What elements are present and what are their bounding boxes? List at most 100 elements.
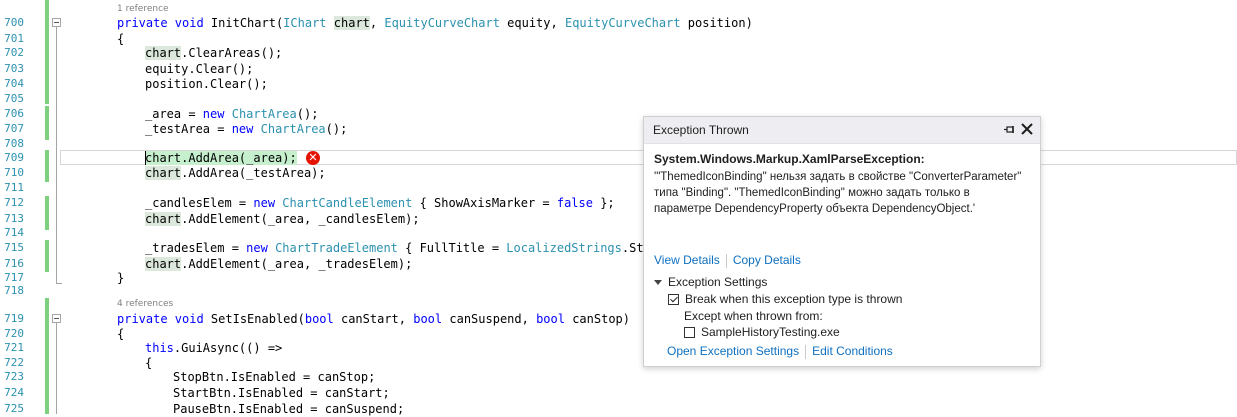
code-line[interactable]: { [117,32,125,46]
sample-module-label: SampleHistoryTesting.exe [701,325,840,339]
code-text [253,122,260,136]
line-number: 725 [4,402,24,415]
keyword: new [253,196,276,210]
code-line[interactable]: _candlesElem = new ChartCandleElement { … [145,195,615,211]
line-number: 720 [4,327,24,340]
edit-conditions-link[interactable]: Edit Conditions [812,344,893,358]
line-number: 719 [4,312,24,325]
code-line[interactable]: equity.Clear(); [145,62,254,76]
detail-links: View Details Copy Details [654,253,801,268]
open-exception-settings-link[interactable]: Open Exception Settings [667,344,800,358]
param-name: chart [333,16,370,30]
line-number: 722 [4,356,24,369]
keyword: new [202,107,225,121]
keyword: bool [304,312,334,326]
code-line[interactable]: _area = new ChartArea(); [145,106,318,122]
keyword: bool [536,312,565,326]
break-when-thrown-row[interactable]: Break when this exception type is thrown [668,292,902,306]
param-name: chart [145,151,182,165]
code-line[interactable]: position.Clear(); [145,77,268,91]
line-number: 707 [4,122,24,135]
code-line[interactable]: { [145,356,153,370]
exception-message: '"ThemedIconBinding" нельзя задать в сво… [654,171,1022,215]
line-number: 713 [4,212,24,225]
change-bar [45,196,49,230]
code-line[interactable]: chart.ClearAreas(); [145,45,282,61]
change-bar [45,0,49,104]
link-separator [805,344,807,359]
code-line[interactable]: _testArea = new ChartArea(); [145,121,347,137]
keyword: new [246,241,268,255]
exception-type: System.Windows.Markup.XamlParseException… [654,152,925,166]
change-bar [45,298,49,414]
keyword: this [145,341,174,355]
code-line[interactable]: private void SetIsEnabled(bool canStart,… [117,311,630,327]
type-name: EquityCurveChart [564,16,681,30]
code-line[interactable]: } [117,271,125,285]
link-separator [725,253,727,268]
code-line[interactable]: chart.AddArea(_testArea); [145,165,326,181]
code-text: .ClearAreas(); [181,46,283,60]
line-number: 718 [4,284,24,297]
codelens-references[interactable]: 1 reference [117,4,169,14]
sample-module-row[interactable]: SampleHistoryTesting.exe [684,325,840,339]
change-bar [45,150,49,182]
line-number: 701 [4,32,24,45]
line-number: 714 [4,226,24,239]
code-text: canSuspend, [442,312,537,326]
copy-details-link[interactable]: Copy Details [732,253,801,267]
fold-guide [56,27,57,283]
break-when-thrown-checkbox[interactable] [668,294,679,306]
code-text: .AddArea(_testArea); [181,166,326,180]
code-text [327,16,334,30]
code-line[interactable]: _tradesElem = new ChartTradeElement { Fu… [145,240,658,256]
sample-module-checkbox[interactable] [684,327,695,339]
code-text: _tradesElem = [145,241,247,255]
code-text: .AddArea(_area); [181,151,297,165]
param-name: chart [145,257,182,271]
change-bar [45,240,49,272]
code-text: { ShowAxisMarker = [412,196,557,210]
except-when-thrown-label: Except when thrown from: [684,309,823,323]
break-when-thrown-label: Break when this exception type is thrown [685,292,903,306]
code-text: , [369,16,385,30]
line-number: 717 [4,271,24,284]
close-icon[interactable] [1020,122,1034,136]
popup-title: Exception Thrown [653,123,749,137]
code-line[interactable]: { [117,327,125,341]
code-line[interactable]: StartBtn.IsEnabled = canStart; [173,386,390,400]
error-icon[interactable]: ✕ [306,151,320,165]
line-number: 700 [4,16,24,29]
code-line[interactable]: StopBtn.IsEnabled = canStop; [173,370,376,384]
keyword: private void [117,312,211,326]
code-line[interactable]: chart.AddElement(_area, _tradesElem); [145,256,412,272]
view-details-link[interactable]: View Details [654,253,720,267]
line-number: 706 [4,107,24,120]
codelens-references[interactable]: 4 references [117,299,174,309]
popup-header: Exception Thrown [644,117,1040,144]
code-text: }; [592,196,615,210]
code-text: .AddElement(_area, _tradesElem); [181,257,413,271]
exception-settings-header[interactable]: Exception Settings [654,275,767,289]
collapse-region-icon[interactable] [52,314,61,323]
code-line[interactable]: chart.AddElement(_area, _candlesElem); [145,211,420,227]
code-text: (); [296,107,319,121]
code-line[interactable]: chart.AddArea(_area); [145,150,297,166]
change-bar [45,106,49,140]
code-text: canStart, [333,312,414,326]
code-line[interactable]: private void InitChart(IChart chart, Equ… [117,15,753,31]
fold-guide-end [56,283,62,284]
code-line[interactable]: this.GuiAsync(() => [145,340,282,356]
type-name: IChart [283,16,327,30]
code-text [224,107,231,121]
collapse-region-icon[interactable] [52,18,61,27]
code-line[interactable]: PauseBtn.IsEnabled = canSuspend; [173,402,405,416]
method-name: InitChart( [210,16,284,30]
keyword: false [556,196,593,210]
pin-icon[interactable] [1002,123,1016,137]
line-number: 703 [4,62,24,75]
param-name: chart [145,212,182,226]
code-text: { FullTitle = [397,241,507,255]
param-name: chart [145,46,182,60]
